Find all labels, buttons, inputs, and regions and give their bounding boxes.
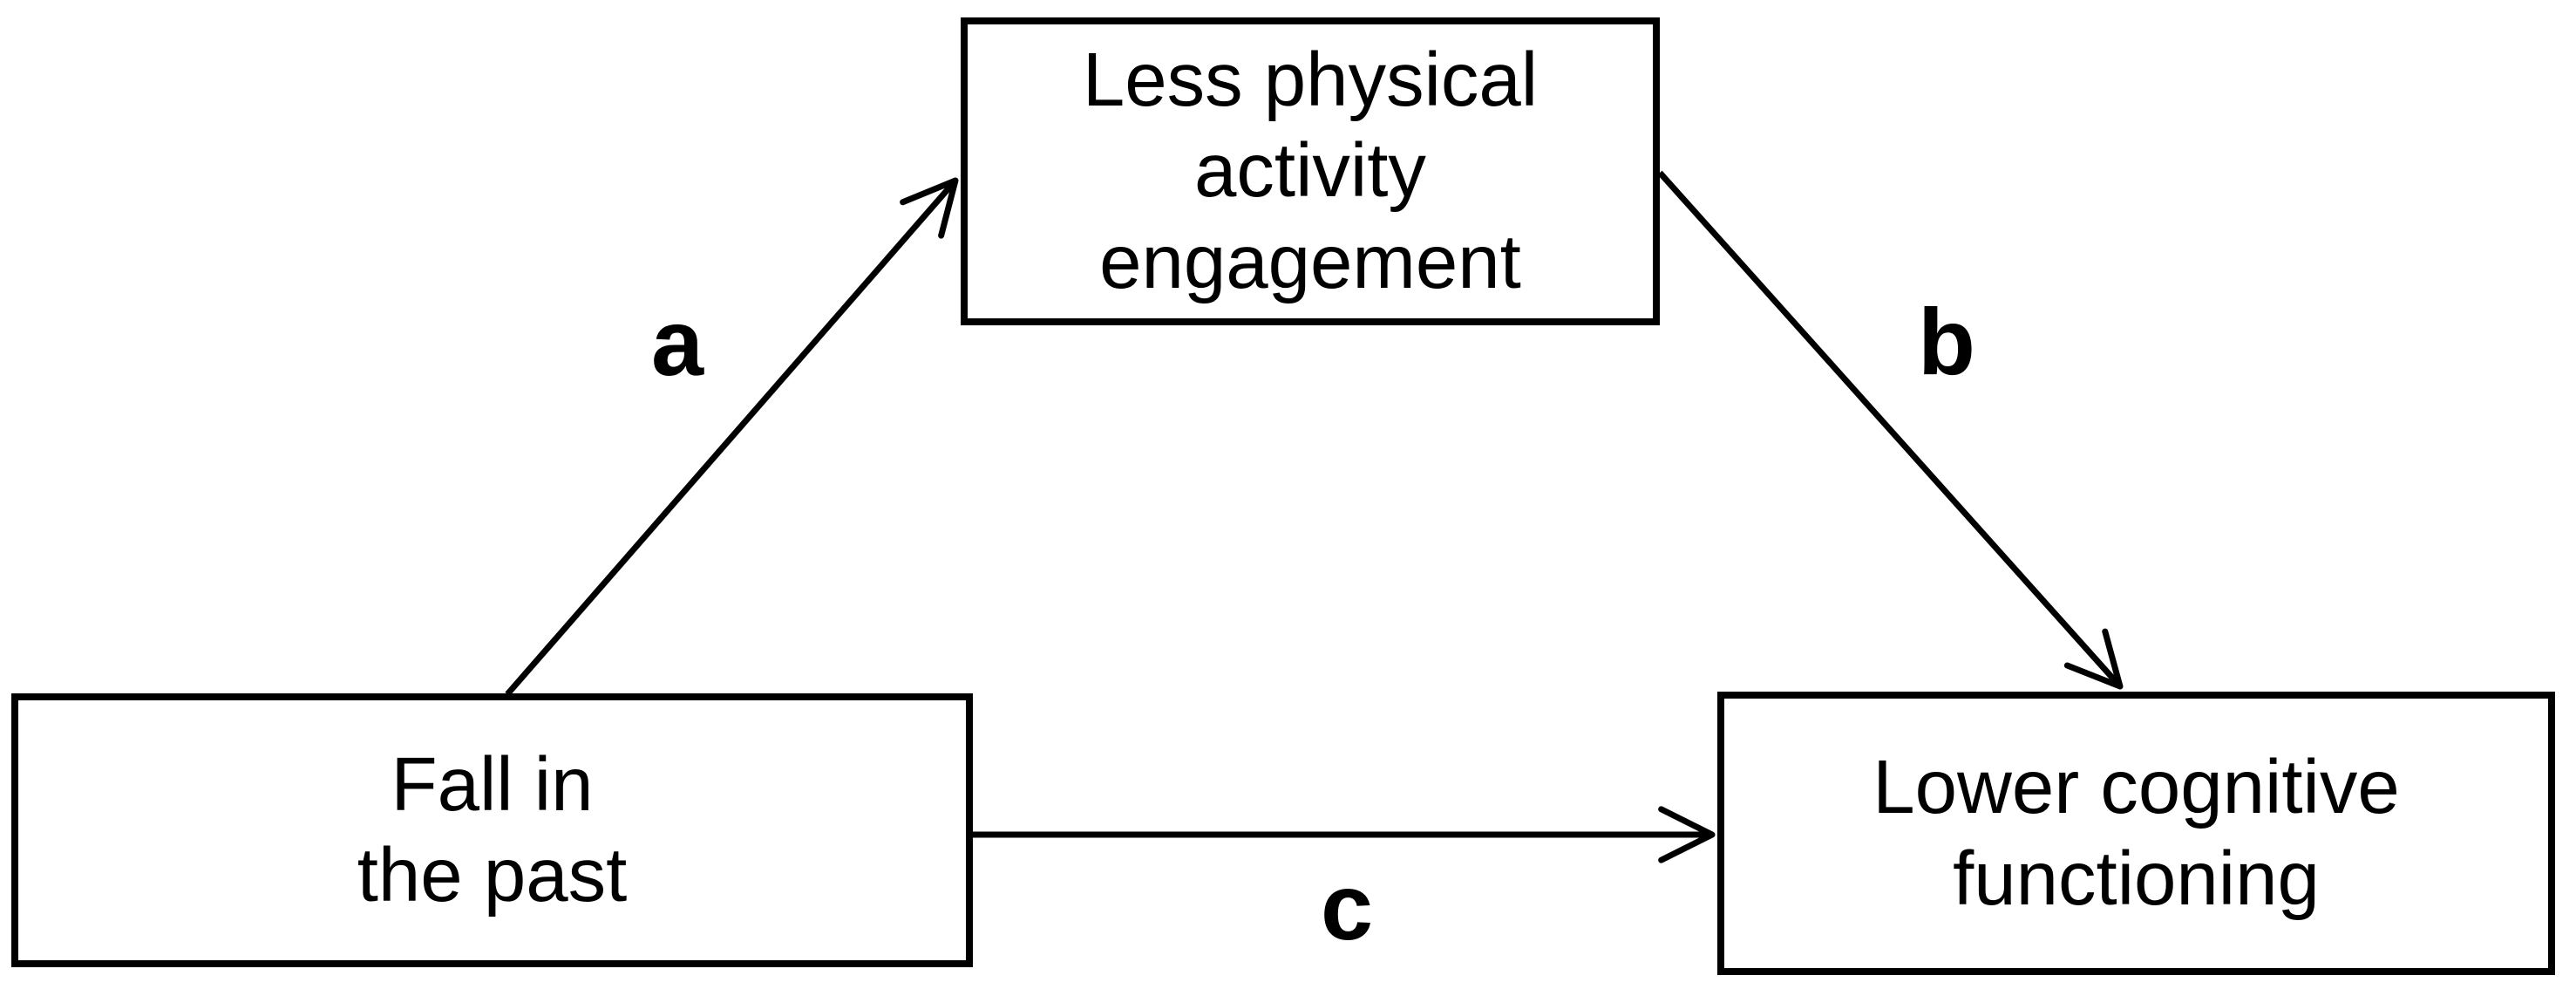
node-fall-in-the-past-label: Fall in the past <box>357 741 628 918</box>
node-fall-in-the-past: Fall in the past <box>11 693 973 967</box>
path-label-b: b <box>1918 289 1975 394</box>
node-lower-cognitive-functioning-label: Lower cognitive functioning <box>1873 745 2400 921</box>
path-b-arrow <box>1657 170 2124 690</box>
node-lower-cognitive-functioning: Lower cognitive functioning <box>1717 692 2555 975</box>
node-less-physical-activity-label: Less physical activity engagement <box>1082 37 1539 304</box>
path-label-a: a <box>650 290 704 395</box>
path-label-c: c <box>1320 854 1374 959</box>
node-less-physical-activity: Less physical activity engagement <box>961 17 1660 325</box>
path-a-arrow <box>505 177 959 697</box>
